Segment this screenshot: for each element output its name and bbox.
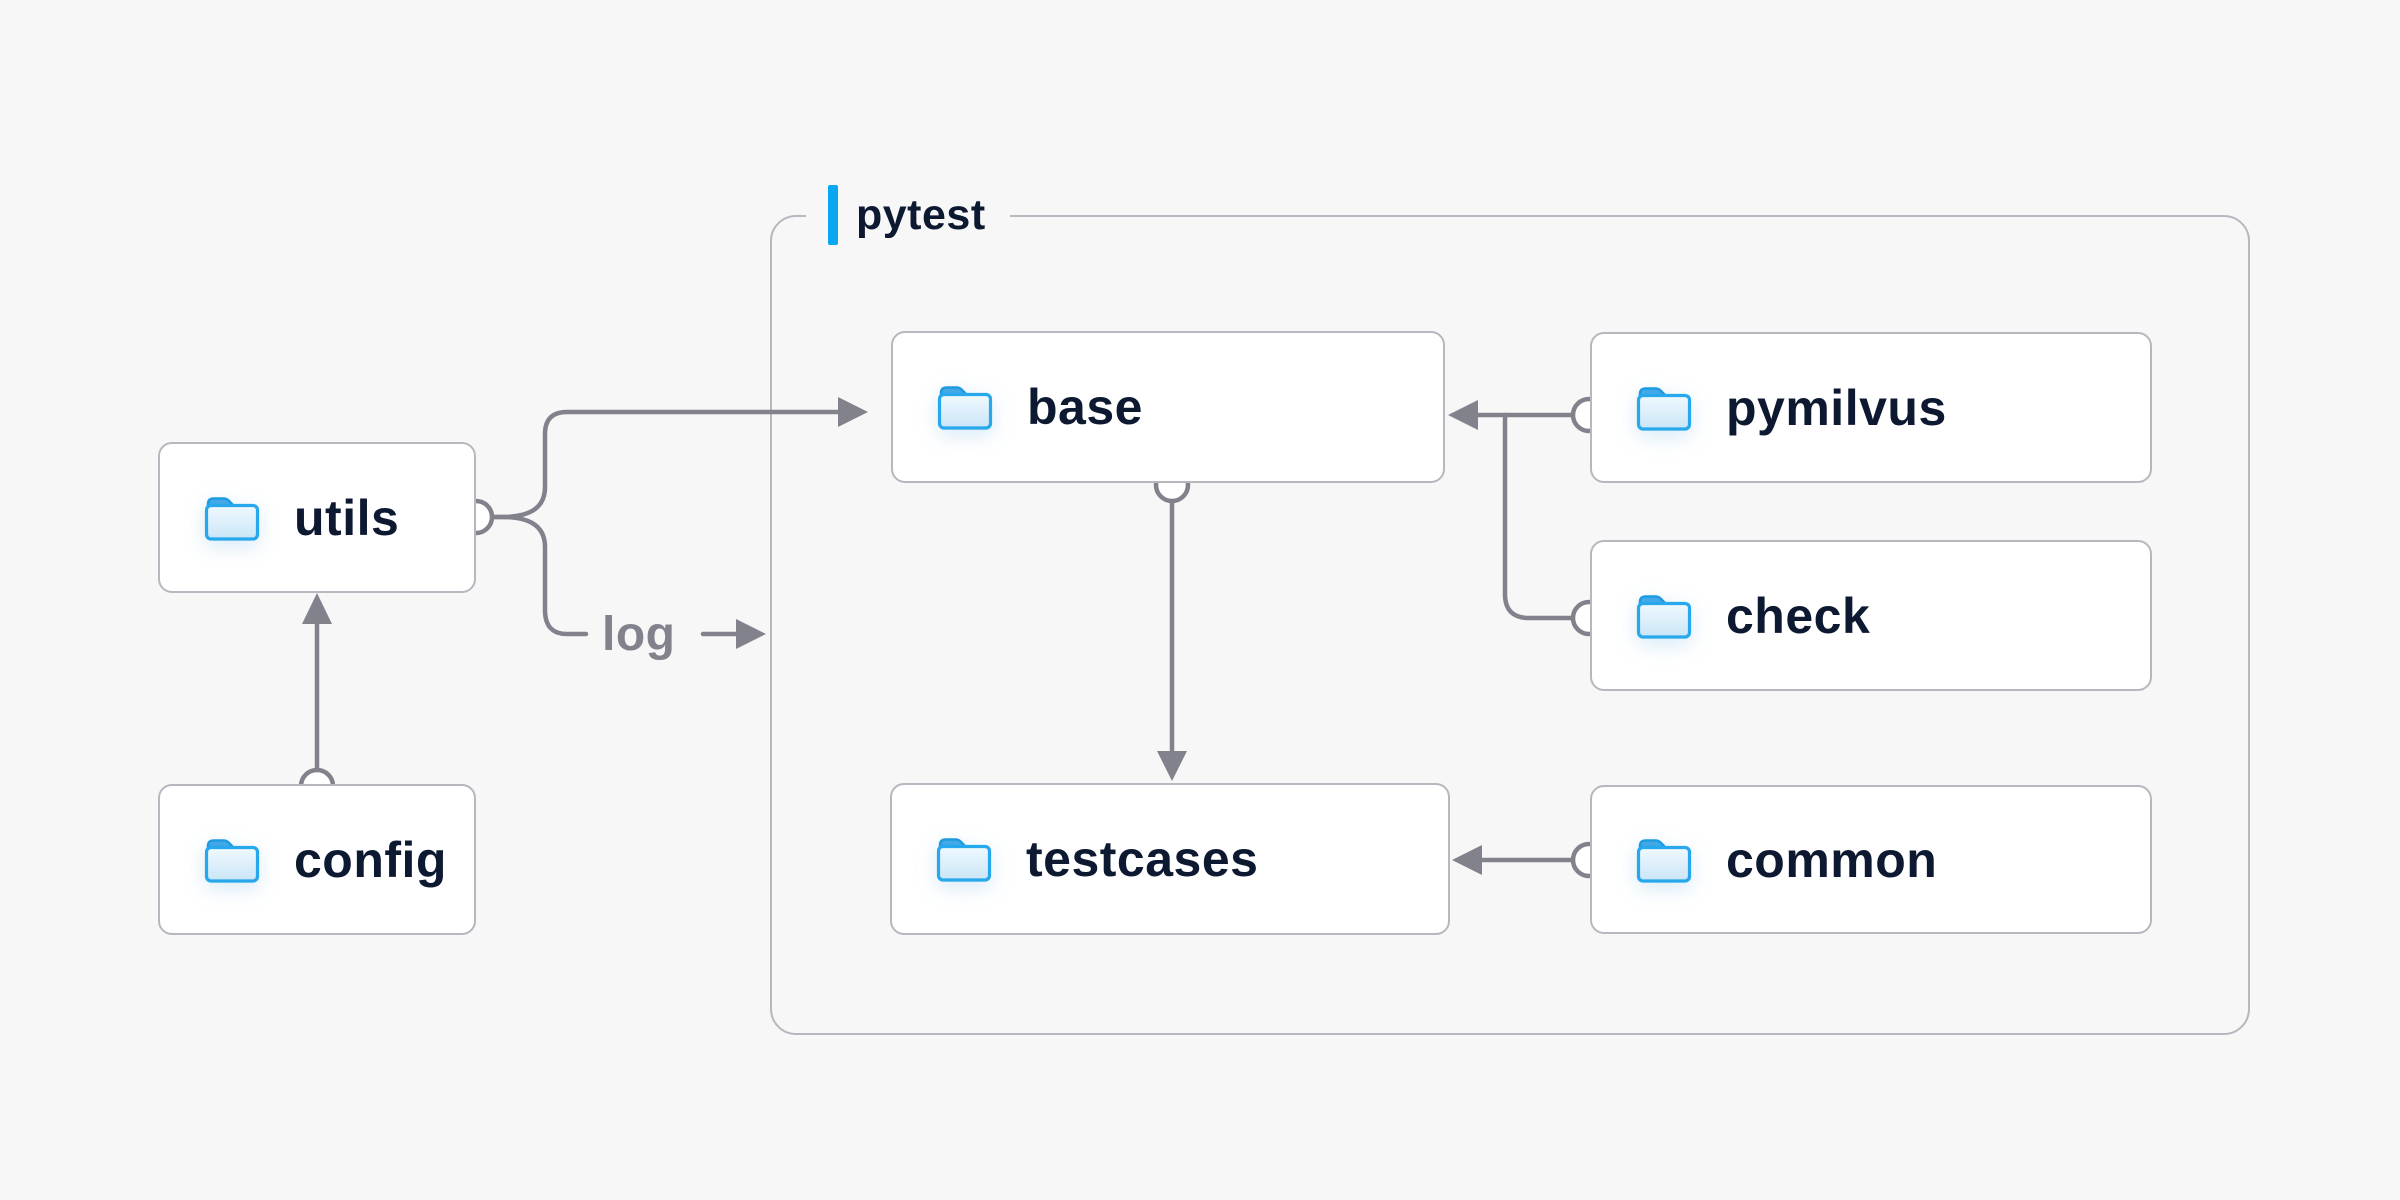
pytest-container (770, 215, 2250, 1035)
node-config: config (158, 784, 476, 935)
pytest-container-label: pytest (806, 181, 1010, 249)
folder-icon (933, 381, 997, 433)
edge-label-log: log (602, 607, 676, 661)
edge-utils-to-log (489, 514, 589, 637)
node-label: utils (294, 489, 400, 546)
node-check: check (1590, 540, 2152, 691)
pytest-label-text: pytest (856, 190, 986, 239)
folder-icon (1632, 834, 1696, 886)
folder-icon (200, 834, 264, 886)
node-label: common (1726, 831, 1938, 888)
folder-icon (1632, 382, 1696, 434)
node-pymilvus: pymilvus (1590, 332, 2152, 483)
node-utils: utils (158, 442, 476, 593)
node-testcases: testcases (890, 783, 1450, 935)
arrowhead-log (736, 619, 766, 649)
folder-icon (1632, 590, 1696, 642)
node-label: check (1726, 587, 1871, 644)
node-common: common (1590, 785, 2152, 934)
node-label: base (1027, 379, 1143, 435)
accent-bar (828, 185, 838, 245)
node-base: base (891, 331, 1445, 483)
folder-icon (200, 492, 264, 544)
node-label: pymilvus (1726, 379, 1947, 436)
folder-icon (932, 833, 996, 885)
node-label: config (294, 831, 447, 888)
node-label: testcases (1026, 831, 1259, 887)
arrowhead-up-utils (302, 593, 332, 624)
